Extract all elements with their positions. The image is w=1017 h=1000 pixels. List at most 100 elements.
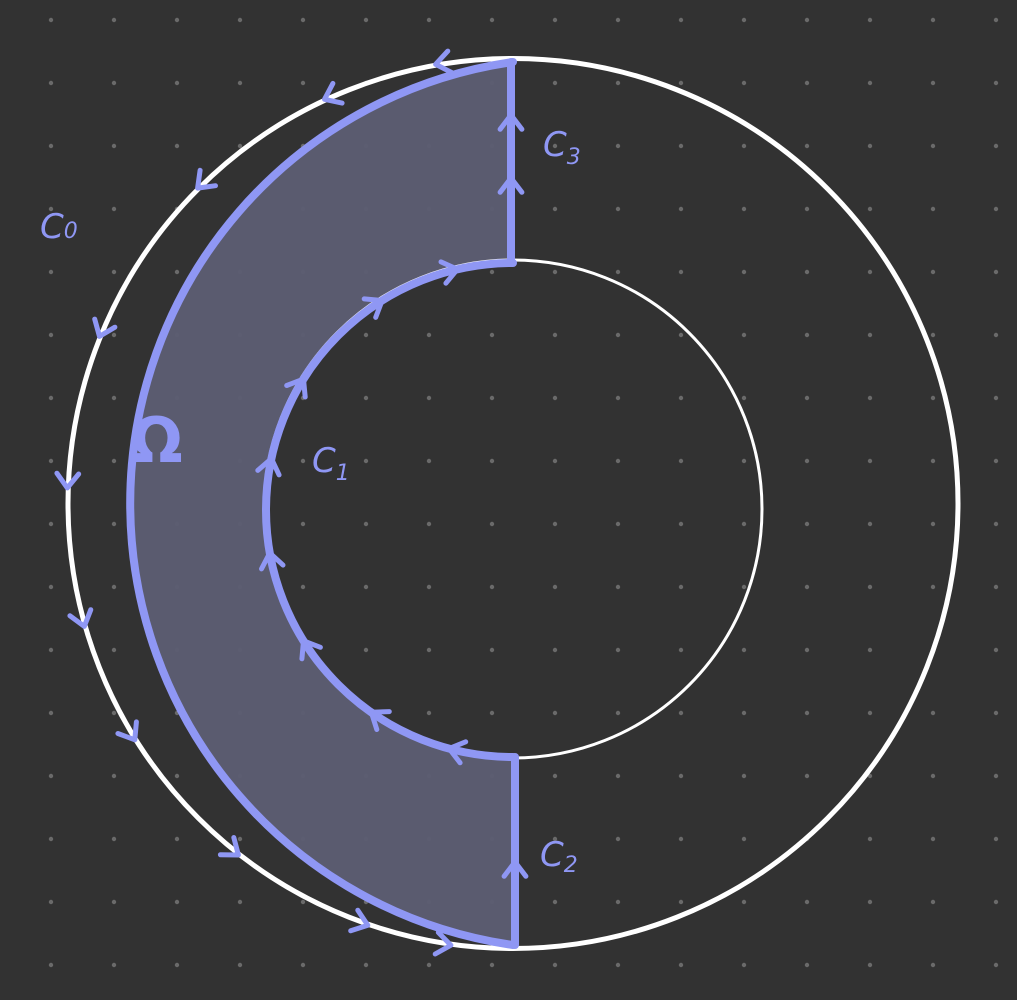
grid-dot <box>741 962 747 968</box>
direction-arrow-icon <box>432 929 454 957</box>
grid-dot <box>930 458 936 464</box>
grid-dot <box>867 269 873 275</box>
grid-dot <box>993 773 999 779</box>
grid-dot <box>552 710 558 716</box>
grid-dot <box>741 647 747 653</box>
grid-dot <box>489 395 495 401</box>
c1-label-main: C <box>312 441 336 481</box>
grid-dot <box>174 773 180 779</box>
grid-dot <box>804 143 810 149</box>
grid-dot <box>552 962 558 968</box>
grid-dot <box>615 710 621 716</box>
grid-dot <box>615 647 621 653</box>
grid-dot <box>48 836 54 842</box>
direction-arrow-icon <box>217 835 241 858</box>
grid-dot <box>426 17 432 23</box>
grid-dot <box>678 332 684 338</box>
c2-label-sub: 2 <box>564 853 578 878</box>
grid-dot <box>111 143 117 149</box>
grid-dot <box>111 584 117 590</box>
grid-dot <box>48 206 54 212</box>
grid-dot <box>48 584 54 590</box>
direction-arrow-icon <box>497 112 525 132</box>
grid-dot <box>489 17 495 23</box>
grid-dot <box>930 269 936 275</box>
grid-dot <box>741 395 747 401</box>
grid-dot <box>237 836 243 842</box>
direction-arrow-icon <box>348 907 371 934</box>
grid-dot <box>993 647 999 653</box>
grid-dot <box>48 395 54 401</box>
grid-dot <box>678 962 684 968</box>
grid-dot <box>552 521 558 527</box>
direction-arrow-icon <box>259 550 286 572</box>
grid-dot <box>930 143 936 149</box>
grid-dot <box>300 80 306 86</box>
grid-dot <box>804 80 810 86</box>
direction-arrow-icon <box>438 259 460 286</box>
grid-dot <box>48 80 54 86</box>
grid-dot <box>867 143 873 149</box>
grid-dot <box>615 143 621 149</box>
direction-arrow-icon <box>54 470 82 491</box>
grid-dot <box>552 584 558 590</box>
grid-dot <box>363 521 369 527</box>
grid-dot <box>930 962 936 968</box>
grid-dot <box>426 521 432 527</box>
grid-dot <box>867 206 873 212</box>
grid-dot <box>111 458 117 464</box>
c0-label: C0 <box>40 207 78 247</box>
grid-dot <box>930 836 936 842</box>
grid-dot <box>867 521 873 527</box>
direction-arrow-icon <box>368 709 392 732</box>
grid-dot <box>741 899 747 905</box>
grid-dot <box>426 395 432 401</box>
grid-dot <box>426 647 432 653</box>
contour-c1 <box>262 259 517 761</box>
grid-dot <box>174 80 180 86</box>
grid-dot <box>111 332 117 338</box>
grid-dot <box>111 395 117 401</box>
grid-dot <box>867 458 873 464</box>
region-omega-label: Ω <box>130 404 183 477</box>
grid-dot <box>615 584 621 590</box>
grid-dot <box>678 80 684 86</box>
grid-dot <box>741 143 747 149</box>
grid-dot <box>48 143 54 149</box>
grid-dot <box>930 17 936 23</box>
grid-dot <box>111 836 117 842</box>
grid-dot <box>804 647 810 653</box>
grid-dot <box>993 836 999 842</box>
grid-dot <box>867 17 873 23</box>
grid-dot <box>552 17 558 23</box>
grid-dot <box>489 332 495 338</box>
grid-dot <box>363 962 369 968</box>
grid-dot <box>426 458 432 464</box>
grid-dot <box>552 836 558 842</box>
c1-label: C1 <box>312 441 350 486</box>
grid-dot <box>174 899 180 905</box>
grid-dot <box>741 836 747 842</box>
grid-dot <box>300 584 306 590</box>
grid-dot <box>552 332 558 338</box>
grid-dot <box>930 206 936 212</box>
grid-dot <box>300 521 306 527</box>
grid-dot <box>48 521 54 527</box>
grid-dot <box>678 17 684 23</box>
grid-dot <box>552 899 558 905</box>
grid-dot <box>237 17 243 23</box>
grid-dot <box>363 395 369 401</box>
grid-dot <box>930 332 936 338</box>
grid-dot <box>678 458 684 464</box>
grid-dot <box>426 332 432 338</box>
grid-dot <box>111 80 117 86</box>
grid-dot <box>552 269 558 275</box>
grid-dot <box>741 773 747 779</box>
grid-dot <box>489 269 495 275</box>
grid-dot <box>552 395 558 401</box>
grid-dot <box>678 710 684 716</box>
c3-label: C3 <box>543 125 581 170</box>
grid-dot <box>489 521 495 527</box>
grid-dot <box>111 962 117 968</box>
grid-dot <box>741 584 747 590</box>
